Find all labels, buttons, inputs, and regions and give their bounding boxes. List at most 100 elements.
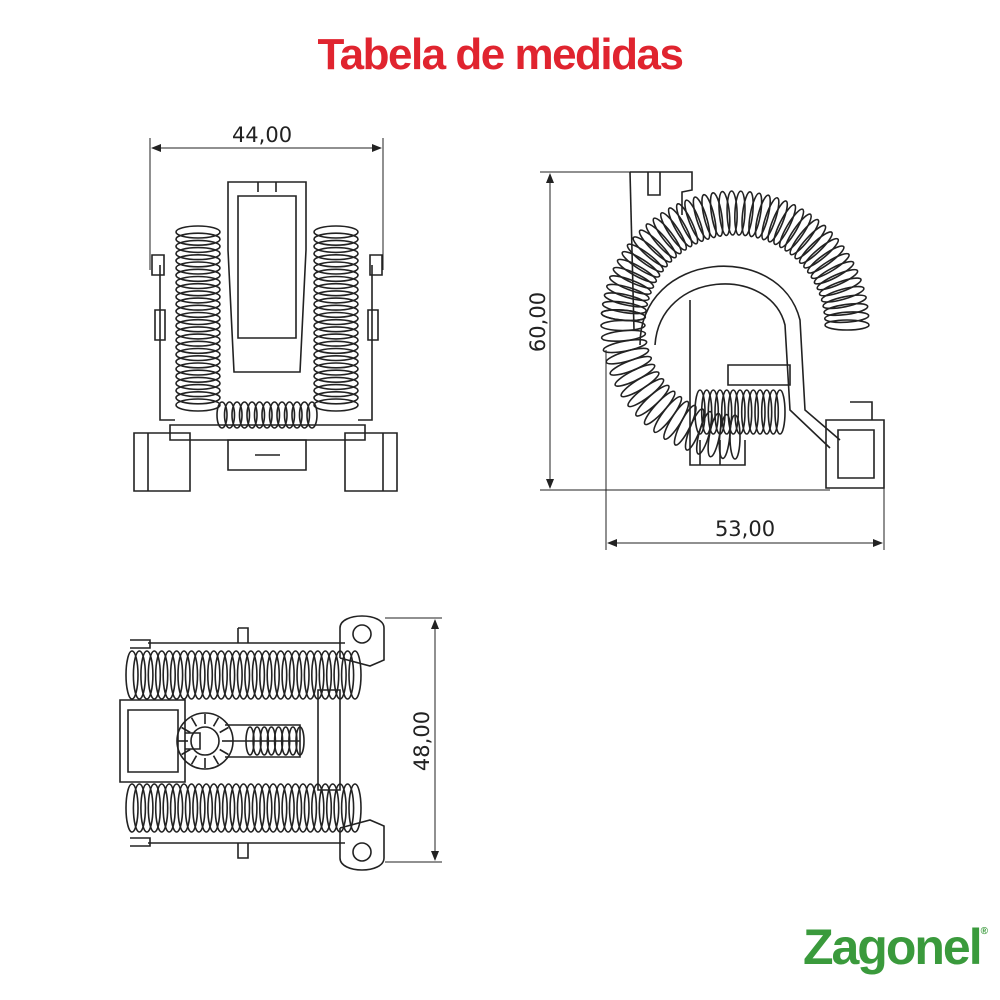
heating-coil	[313, 225, 359, 412]
coil-turn	[822, 294, 867, 310]
coil-turn	[701, 193, 717, 239]
coil-turn	[245, 726, 255, 756]
coil-turn	[645, 223, 677, 259]
coil-turn	[184, 650, 199, 700]
coil-turn	[223, 401, 236, 429]
heating-coil	[216, 401, 318, 429]
coil-turn	[684, 199, 705, 243]
coil-turn	[747, 389, 760, 435]
coil-turn	[794, 224, 827, 260]
coil-turn	[761, 196, 780, 241]
dimension-width-front	[149, 138, 384, 270]
coil-turn	[600, 319, 646, 332]
coil-turn	[306, 401, 318, 429]
coil-turn	[741, 191, 754, 237]
coil-turn	[154, 650, 169, 700]
coil-turn	[175, 282, 221, 297]
heating-coil	[125, 650, 362, 700]
coil-turn	[318, 783, 333, 833]
coil-turn	[125, 650, 139, 700]
hub-fin	[212, 717, 220, 727]
coil-turn	[261, 401, 273, 429]
coil-turn	[806, 245, 845, 274]
coil-turn	[313, 333, 359, 347]
coil-turn	[132, 650, 147, 700]
coil-turn	[635, 384, 670, 417]
coil-turn	[333, 650, 347, 700]
coil-turn	[236, 650, 251, 700]
coil-turn	[740, 389, 753, 435]
coil-turn	[813, 260, 855, 285]
coil-turn	[313, 246, 359, 261]
coil-turn	[675, 202, 699, 245]
coil-turn	[810, 252, 850, 280]
coil-turn	[140, 650, 154, 700]
coil-turn	[229, 783, 243, 833]
coil-turn	[313, 311, 359, 326]
heating-coil	[125, 783, 362, 833]
coil-turn	[727, 389, 740, 435]
coil-turn	[175, 225, 221, 239]
coil-turn	[169, 650, 184, 700]
coil-turn	[268, 401, 281, 429]
coil-turn	[313, 297, 359, 311]
coil-turn	[132, 783, 147, 833]
coil-turn	[147, 783, 162, 833]
coil-turn	[313, 304, 359, 319]
coil-turn	[175, 290, 221, 304]
coil-turn	[310, 650, 325, 700]
coil-turn	[266, 783, 281, 833]
coil-turn	[175, 318, 221, 333]
coil-turn	[175, 304, 221, 319]
coil-turn	[313, 362, 359, 376]
dimension-label-height-side: 60,00	[526, 292, 550, 352]
coil-turn	[616, 258, 658, 284]
coil-turn	[140, 783, 154, 833]
coil-turn	[600, 309, 647, 322]
coil-turn	[177, 783, 191, 833]
coil-turn	[175, 326, 221, 340]
coil-turn	[175, 253, 221, 268]
coil-turn	[823, 311, 870, 324]
coil-turn	[754, 194, 772, 239]
coil-turn	[313, 340, 359, 355]
brand-name: Zagonel	[802, 919, 983, 975]
heating-coil	[178, 714, 305, 768]
heating-coil	[175, 225, 221, 412]
coil-turn	[313, 268, 359, 283]
coil-turn	[803, 237, 840, 269]
coil-turn	[348, 650, 362, 700]
coil-turn	[162, 783, 176, 833]
coil-turn	[313, 261, 359, 275]
coil-turn	[621, 250, 661, 278]
coil-turn	[199, 650, 214, 700]
hub-fin	[190, 755, 198, 765]
coil-turn	[643, 390, 676, 426]
coil-turn	[303, 650, 318, 700]
coil-turn	[236, 783, 251, 833]
coil-turn	[667, 207, 693, 248]
coil-turn	[288, 650, 303, 700]
coil-turn	[175, 297, 221, 311]
brand-logo: Zagonel®	[803, 918, 988, 976]
coil-turn	[273, 726, 284, 756]
coil-turn	[221, 650, 236, 700]
coil-turn	[348, 783, 362, 833]
coil-turn	[283, 401, 296, 429]
coil-turn	[298, 401, 311, 429]
dimension-label-width-side: 53,00	[715, 517, 775, 541]
coil-turn	[313, 253, 359, 268]
hub-fin	[219, 726, 229, 734]
coil-turn	[273, 650, 288, 700]
coil-turn	[638, 229, 673, 263]
coil-turn	[175, 398, 221, 412]
coil-turn	[221, 783, 236, 833]
coil-turn	[288, 726, 298, 756]
coil-turn	[313, 290, 359, 304]
coil-turn	[767, 200, 789, 243]
coil-turn	[313, 282, 359, 297]
coil-turn	[313, 232, 359, 246]
coil-turn	[734, 190, 746, 236]
coil-turn	[340, 783, 355, 833]
coil-turn	[251, 783, 266, 833]
